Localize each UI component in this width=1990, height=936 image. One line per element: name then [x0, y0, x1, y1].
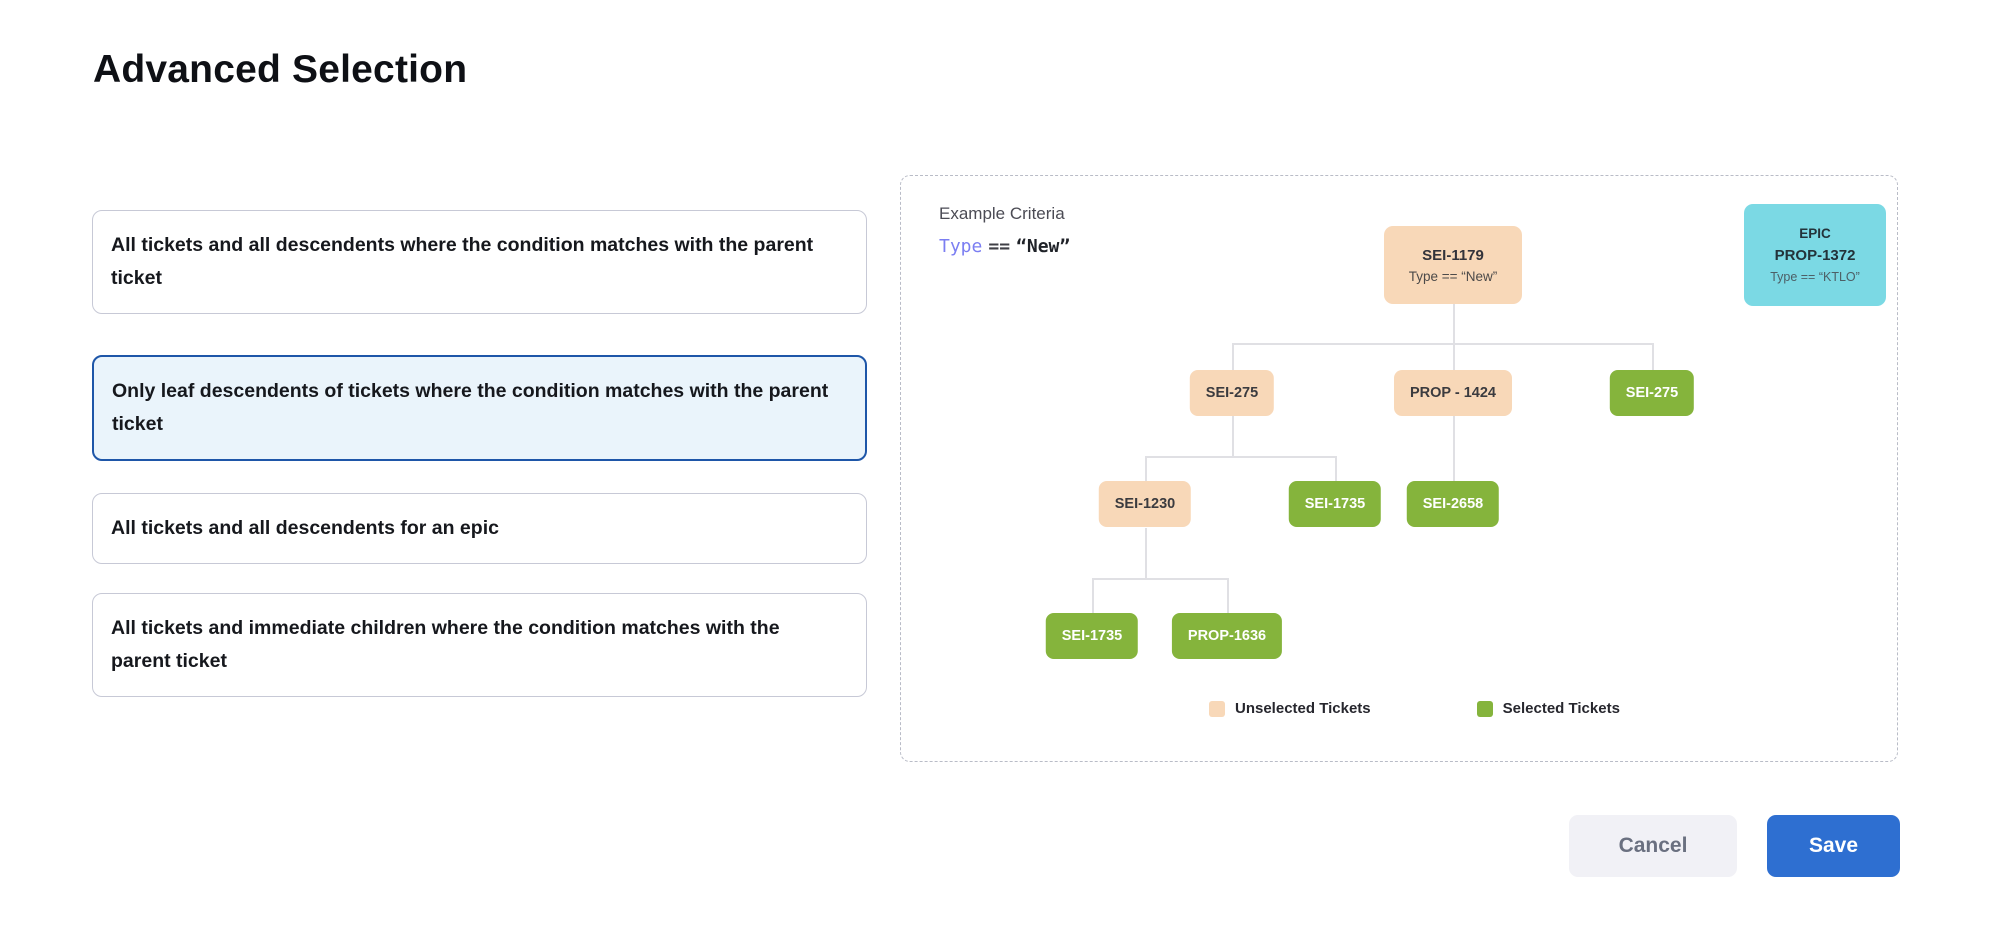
epic-card-condition: Type == “KTLO”: [1770, 270, 1860, 284]
tree-edge: [1145, 528, 1147, 578]
tree-edge: [1145, 456, 1336, 458]
legend: Unselected Tickets Selected Tickets: [1209, 700, 1620, 717]
tree-node-sei-275-selected: SEI-275: [1609, 370, 1695, 416]
tree-node-sei-1230: SEI-1230: [1098, 481, 1192, 527]
criteria-field: Type: [939, 236, 983, 257]
tree-edge: [1232, 343, 1653, 345]
criteria-operator: ==: [988, 236, 1011, 257]
dialog-footer: Cancel Save: [1569, 815, 1900, 877]
tree-node-root-sei-1179: SEI-1179 Type == “New”: [1384, 226, 1522, 304]
page-title: Advanced Selection: [93, 48, 468, 91]
tree-edge: [1335, 456, 1337, 481]
cancel-button[interactable]: Cancel: [1569, 815, 1737, 877]
epic-card: EPIC PROP-1372 Type == “KTLO”: [1744, 204, 1886, 306]
tree-edge: [1145, 456, 1147, 481]
criteria-value: “New”: [1016, 236, 1071, 257]
legend-label-unselected: Unselected Tickets: [1235, 700, 1371, 717]
tree-node-prop-1424: PROP - 1424: [1394, 370, 1512, 416]
tree-edge: [1453, 416, 1455, 481]
tree-edge: [1092, 578, 1228, 580]
legend-label-selected: Selected Tickets: [1502, 700, 1620, 717]
tree-node-sei-275-unselected: SEI-275: [1189, 370, 1275, 416]
tree-node-prop-1636: PROP-1636: [1171, 613, 1283, 659]
tree-node-sei-1735-mid: SEI-1735: [1288, 481, 1382, 527]
legend-swatch-selected: [1476, 700, 1493, 717]
example-criteria-expression: Type==“New”: [939, 236, 1070, 257]
tree-edge: [1453, 304, 1455, 343]
option-card-epic-descendents[interactable]: All tickets and all descendents for an e…: [92, 493, 867, 564]
option-card-all-descendents[interactable]: All tickets and all descendents where th…: [92, 210, 867, 314]
tree-edge: [1232, 416, 1234, 456]
option-card-leaf-descendents[interactable]: Only leaf descendents of tickets where t…: [92, 355, 867, 461]
tree-edge: [1227, 578, 1229, 613]
tree-node-condition: Type == “New”: [1408, 268, 1498, 284]
save-button[interactable]: Save: [1767, 815, 1900, 877]
tree-edge: [1652, 343, 1654, 370]
example-diagram-panel: Example Criteria Type==“New” EPIC PROP-1…: [900, 175, 1898, 762]
tree-node-sei-1735-leaf: SEI-1735: [1045, 613, 1139, 659]
tree-node-sei-2658: SEI-2658: [1406, 481, 1500, 527]
epic-card-id: PROP-1372: [1774, 247, 1856, 264]
legend-swatch-unselected: [1209, 700, 1225, 717]
tree-edge: [1453, 343, 1455, 370]
epic-card-type: EPIC: [1799, 226, 1831, 241]
tree-node-id: SEI-1179: [1422, 246, 1484, 264]
option-card-immediate-children[interactable]: All tickets and immediate children where…: [92, 593, 867, 697]
tree-edge: [1232, 343, 1234, 370]
tree-edge: [1092, 578, 1094, 613]
example-criteria-label: Example Criteria: [939, 204, 1065, 223]
